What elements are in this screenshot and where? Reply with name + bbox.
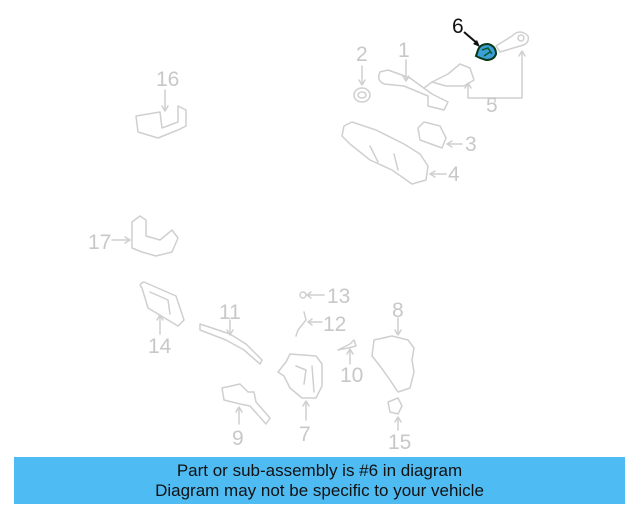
callout-8[interactable]: 8 [392,299,404,322]
part-17-hinge-icon [111,215,179,257]
callout-9[interactable]: 9 [232,427,244,450]
callout-11[interactable]: 11 [219,301,241,324]
part-8-striker-icon [371,317,415,393]
part-13-clip-icon [299,291,325,299]
callout-3[interactable]: 3 [465,133,477,156]
callout-7[interactable]: 7 [299,423,311,446]
part-5-key-icon [495,31,530,53]
part-7-latch-icon [277,353,323,421]
callout-6[interactable]: 6 [452,15,464,38]
part-9-bracket-icon [221,383,271,425]
callout-15[interactable]: 15 [388,431,412,454]
callout-10[interactable]: 10 [340,364,364,387]
part-5-lock-cylinder-icon [423,63,475,89]
part-10-clip-icon [337,339,357,365]
banner-line-part-info: Part or sub-assembly is #6 in diagram [176,461,463,480]
callout-4[interactable]: 4 [448,163,460,186]
part-12-rod-icon [295,311,323,337]
callout-2[interactable]: 2 [356,43,368,66]
part-15-bumper-icon [387,397,403,431]
callout-13[interactable]: 13 [327,285,351,308]
part-2-grommet-icon [353,65,371,103]
callout-5[interactable]: 5 [486,94,498,117]
callout-17[interactable]: 17 [88,231,112,254]
part-6-highlighted-icon [463,31,498,62]
part-3-pad-icon [417,121,463,149]
callout-12[interactable]: 12 [323,313,347,336]
banner-line-disclaimer: Diagram may not be specific to your vehi… [155,481,484,500]
part-4-bracket-icon [341,121,447,185]
part-16-bracket-icon [135,89,187,139]
part-1-handle-icon [377,59,449,111]
callout-14[interactable]: 14 [148,335,172,358]
part-14-inner-handle-icon [139,281,185,335]
callout-16[interactable]: 16 [156,68,180,91]
callout-1[interactable]: 1 [398,39,410,62]
part-11-rod-icon [199,319,263,365]
info-banner: Part or sub-assembly is #6 in diagram Di… [14,457,625,504]
